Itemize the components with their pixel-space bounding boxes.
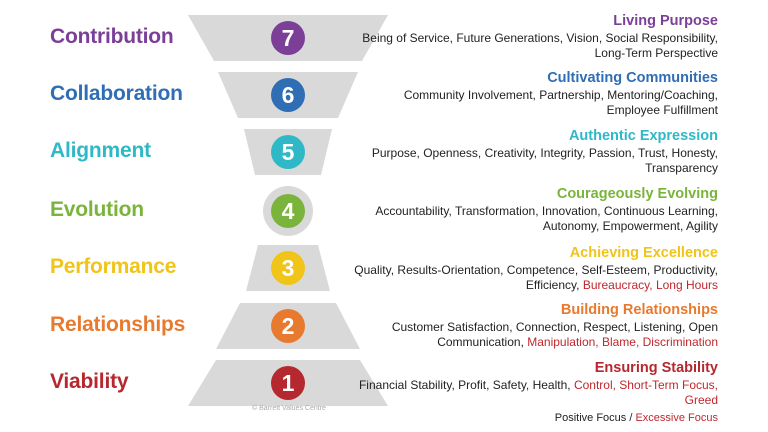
- level-number-circle: [271, 21, 305, 55]
- positive-values: Financial Stability, Profit, Safety, Hea…: [358, 378, 574, 392]
- excessive-values: Control, Short-Term Focus, Greed: [573, 378, 718, 407]
- level-description: Accountability, Transformation, Innovati…: [348, 204, 718, 233]
- legend-separator: /: [626, 412, 636, 424]
- positive-values: Being of Service, Future Generations, Vi…: [362, 31, 718, 60]
- positive-values: Quality, Results-Orientation, Competence…: [354, 263, 718, 292]
- funnel-level-2: 2: [216, 303, 360, 349]
- level-number: 3: [282, 255, 295, 281]
- level-description: Community Involvement, Partnership, Ment…: [348, 88, 718, 117]
- level-description: Being of Service, Future Generations, Vi…: [348, 31, 718, 60]
- level-description: Quality, Results-Orientation, Competence…: [348, 263, 718, 292]
- level-number-circle: [271, 78, 305, 112]
- level-number: 1: [282, 370, 295, 396]
- level-description: Customer Satisfaction, Connection, Respe…: [348, 320, 718, 349]
- positive-values: Purpose, Openness, Creativity, Integrity…: [371, 146, 718, 175]
- positive-values: Community Involvement, Partnership, Ment…: [403, 88, 718, 117]
- level-number-circle: [271, 251, 305, 285]
- legend-positive: Positive Focus: [554, 412, 627, 424]
- level-title: Achieving Excellence: [569, 245, 718, 261]
- level-title: Courageously Evolving: [556, 186, 718, 202]
- level-title: Building Relationships: [560, 302, 718, 318]
- level-name-performance: Performance: [50, 255, 177, 278]
- level-number-circle: [271, 366, 305, 400]
- level-title: Authentic Expression: [568, 128, 718, 144]
- positive-values: Customer Satisfaction, Connection, Respe…: [391, 320, 718, 349]
- level-name-contribution: Contribution: [50, 25, 174, 48]
- legend: Positive Focus / Excessive Focus: [555, 412, 718, 424]
- level-number-circle: [271, 194, 305, 228]
- level-name-relationships: Relationships: [50, 313, 186, 336]
- level-title: Ensuring Stability: [594, 360, 718, 376]
- level-number: 7: [282, 25, 295, 51]
- funnel-level-5: 5: [244, 129, 332, 175]
- funnel-level-4: 4: [263, 186, 313, 236]
- copyright-text: © Barrett Values Centre: [252, 405, 326, 412]
- funnel-level-7: 7: [188, 15, 388, 61]
- level-name-collaboration: Collaboration: [50, 82, 183, 105]
- level-name-alignment: Alignment: [50, 139, 151, 162]
- level-title: Cultivating Communities: [547, 70, 718, 86]
- funnel-level-3: 3: [246, 245, 330, 291]
- level-name-viability: Viability: [50, 370, 129, 393]
- positive-values: Accountability, Transformation, Innovati…: [375, 204, 718, 233]
- level-number-circle: [271, 135, 305, 169]
- level-number-circle: [271, 309, 305, 343]
- funnel-level-1: 1: [188, 360, 388, 406]
- level-description: Purpose, Openness, Creativity, Integrity…: [348, 146, 718, 175]
- level-number: 6: [282, 82, 295, 108]
- level-title: Living Purpose: [613, 13, 718, 29]
- excessive-values: Bureaucracy, Long Hours: [582, 277, 718, 292]
- legend-excessive: Excessive Focus: [635, 412, 718, 424]
- funnel-level-6: 6: [218, 72, 358, 118]
- excessive-values: Manipulation, Blame, Discrimination: [527, 334, 718, 349]
- level-number: 2: [282, 313, 295, 339]
- level-number: 4: [282, 198, 295, 224]
- level-description: Financial Stability, Profit, Safety, Hea…: [348, 378, 718, 407]
- level-number: 5: [282, 139, 295, 165]
- level-name-evolution: Evolution: [50, 198, 144, 221]
